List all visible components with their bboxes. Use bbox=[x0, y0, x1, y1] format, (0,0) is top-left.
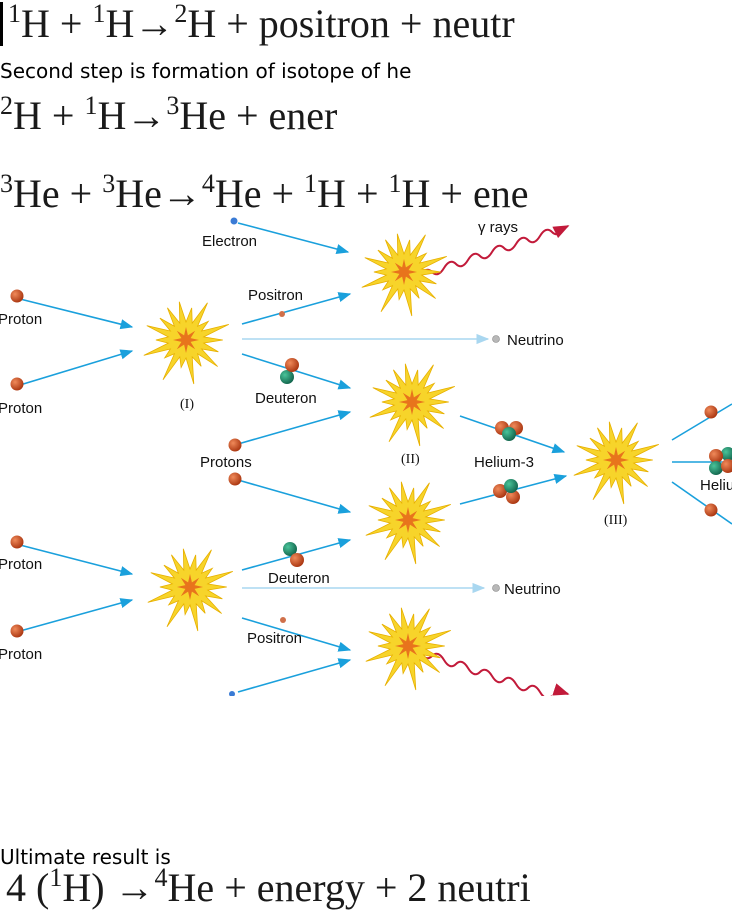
helium3-neutron bbox=[504, 479, 518, 493]
label-stage-3: (III) bbox=[604, 513, 628, 528]
gamma-ray-arrowhead bbox=[552, 225, 570, 239]
label-neutrino: Neutrino bbox=[507, 332, 564, 349]
neutrino-particle bbox=[492, 584, 500, 592]
proton-particle bbox=[704, 503, 718, 517]
deuteron-neutron bbox=[280, 370, 294, 384]
proton-particle bbox=[10, 289, 24, 303]
arrow bbox=[671, 403, 732, 441]
arrow bbox=[671, 481, 732, 525]
proton-particle bbox=[228, 438, 242, 452]
label-helium-3: Helium-3 bbox=[474, 454, 534, 471]
label-protons: Protons bbox=[200, 454, 252, 471]
arrow bbox=[19, 598, 134, 632]
second-step-text: Second step is formation of isotope of h… bbox=[0, 59, 412, 83]
arrow bbox=[237, 222, 350, 255]
fusion-burst-core bbox=[173, 327, 199, 353]
neutrino-particle bbox=[492, 335, 500, 343]
helium4-neutron bbox=[709, 461, 723, 475]
ultimate-result-text: Ultimate result is bbox=[0, 845, 171, 869]
label-deuteron: Deuteron bbox=[255, 390, 317, 407]
label-positron: Positron bbox=[248, 287, 303, 304]
arrow bbox=[241, 617, 352, 652]
positron-particle bbox=[279, 311, 285, 317]
helium3-neutron bbox=[502, 427, 516, 441]
deuteron-neutron bbox=[283, 542, 297, 556]
label-neutrino: Neutrino bbox=[504, 581, 561, 598]
label-gamma-rays: γ rays bbox=[478, 219, 518, 236]
label-electron: Electron bbox=[202, 233, 257, 250]
label-proton: Proton bbox=[0, 556, 42, 573]
fusion-burst-core bbox=[391, 259, 417, 285]
gamma-ray-wave bbox=[419, 227, 565, 277]
gamma-ray-arrowhead bbox=[552, 683, 570, 696]
fusion-burst-core bbox=[395, 633, 421, 659]
label-proton: Proton bbox=[0, 400, 42, 417]
electron-particle bbox=[229, 691, 235, 696]
proton-proton-chain-diagram: Electron γ rays Positron Proton Proton N… bbox=[0, 217, 732, 696]
arrow-icon: → bbox=[134, 1, 175, 46]
arrow bbox=[19, 349, 134, 386]
arrow-icon: → bbox=[161, 171, 202, 216]
arrow bbox=[237, 410, 352, 445]
arrow bbox=[237, 479, 352, 514]
deuteron-proton bbox=[290, 553, 304, 567]
positron-particle bbox=[280, 617, 286, 623]
helium4-proton bbox=[721, 459, 732, 473]
helium3-proton bbox=[493, 484, 507, 498]
deuteron-proton bbox=[285, 358, 299, 372]
helium4-proton bbox=[709, 449, 723, 463]
label-helium-4: Heliu bbox=[700, 477, 732, 494]
fusion-burst-core bbox=[395, 507, 421, 533]
proton-particle bbox=[10, 624, 24, 638]
label-proton: Proton bbox=[0, 646, 42, 663]
label-deuteron: Deuteron bbox=[268, 570, 330, 587]
equation-step3: 3He + 3He→4He + 1H + 1H + ene bbox=[0, 170, 529, 217]
proton-particle bbox=[228, 472, 242, 486]
arrow-icon: → bbox=[126, 93, 167, 138]
arrow bbox=[241, 353, 352, 390]
arrow bbox=[241, 292, 352, 325]
arrow bbox=[237, 658, 352, 693]
arrow bbox=[19, 544, 134, 577]
label-gamma-rays: rays bbox=[494, 693, 522, 696]
helium4-neutron bbox=[721, 447, 732, 461]
fusion-burst-core bbox=[177, 574, 203, 600]
equation-step1: 1H + 1H→2H + positron + neutr bbox=[8, 0, 515, 47]
gamma-ray-wave bbox=[419, 651, 552, 696]
arrow bbox=[19, 298, 134, 330]
label-stage-2: (II) bbox=[401, 452, 420, 467]
equation-step2: 2H + 1H→3He + ener bbox=[0, 92, 338, 139]
proton-particle bbox=[10, 377, 24, 391]
label-proton: Proton bbox=[0, 311, 42, 328]
label-positron: Positron bbox=[247, 630, 302, 647]
fusion-burst-core bbox=[603, 447, 629, 473]
proton-particle bbox=[10, 535, 24, 549]
text-cursor bbox=[0, 2, 3, 46]
proton-particle bbox=[704, 405, 718, 419]
fusion-burst-core bbox=[399, 389, 425, 415]
arrow-icon: → bbox=[114, 865, 155, 910]
equation-final: 4 (1H) →4He + energy + 2 neutri bbox=[6, 864, 531, 911]
electron-particle bbox=[230, 217, 238, 225]
label-stage-1: (I) bbox=[180, 397, 194, 412]
helium3-proton bbox=[506, 490, 520, 504]
